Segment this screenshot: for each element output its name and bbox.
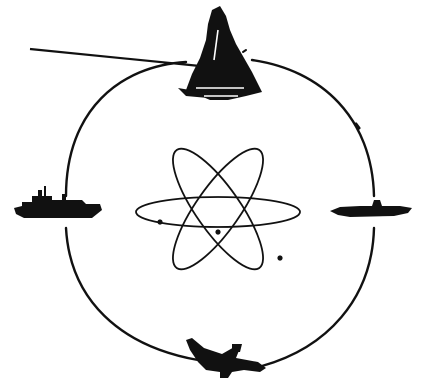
atom-electron: [277, 255, 282, 260]
atom-electron: [215, 229, 220, 234]
iceberg-icon: [178, 6, 262, 100]
ring-arc-lower-right: [262, 228, 374, 366]
ring-tick-mark: [243, 50, 246, 52]
atom-icon: [136, 137, 300, 280]
atom-orbit-diagonal-a: [159, 137, 278, 280]
ring-arc-upper-left: [66, 62, 186, 196]
submarine-icon: [330, 200, 412, 217]
sight-line: [30, 49, 200, 66]
ring-arc-lower-left: [66, 228, 198, 360]
aircraft-icon: [186, 338, 266, 378]
warship-icon: [14, 186, 102, 218]
atom-electron: [157, 219, 162, 224]
ring-arc-upper-right: [252, 60, 374, 196]
atom-orbit-diagonal-b: [159, 137, 278, 280]
